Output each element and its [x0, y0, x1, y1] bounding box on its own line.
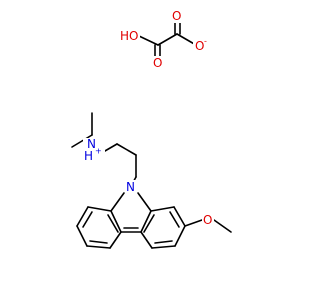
molecule-diagram: HO O O O - N H + N O — [71, 9, 232, 249]
bond-left-2 — [76, 206, 89, 227]
bond-c2-ominus — [176, 33, 197, 46]
bond-left-2-inner — [82, 211, 93, 228]
carbazole-n-label: N — [126, 180, 135, 194]
bond-left-4-inner — [89, 240, 108, 244]
bond-o-methyl — [213, 219, 232, 233]
bond-c1-c2 — [157, 33, 178, 46]
oxide-charge-label: - — [204, 37, 207, 46]
methoxy-o-label: O — [203, 213, 212, 227]
oxide-o-label: O — [195, 39, 204, 53]
bond-right-2-inner — [169, 211, 180, 228]
bond-c1-oh — [138, 35, 159, 46]
ammonium-h-label: H — [84, 149, 93, 163]
bond-n-methyl-left — [71, 134, 93, 148]
carbonyl-o2-label: O — [172, 9, 181, 23]
ammonium-chain — [71, 112, 137, 187]
bond-right-1 — [150, 206, 175, 212]
ammonium-n-label: N — [87, 137, 96, 151]
hydroxyl-label: HO — [120, 29, 138, 43]
bond-right-4 — [151, 245, 176, 249]
bond-c8a-c4b — [140, 210, 152, 233]
bond-right-2 — [173, 206, 186, 227]
bond-left-1 — [87, 206, 112, 212]
ammonium-charge-label: + — [95, 147, 102, 156]
structure-canvas: HO O O O - N H + N O — [71, 9, 232, 249]
bond-ring-o — [184, 219, 203, 227]
bond-right-6-inner — [143, 214, 155, 233]
bond-n9-c9a — [110, 192, 125, 212]
bond-left-4 — [86, 245, 111, 249]
bond-left-5 — [109, 231, 122, 249]
bond-right-5 — [140, 231, 153, 249]
bond-right-3 — [174, 225, 186, 247]
carbazole-core — [76, 192, 232, 249]
bond-c9a-c4a — [110, 210, 122, 233]
bond-n9-c8a — [137, 192, 152, 212]
bond-left-3 — [76, 225, 88, 247]
atom-labels: HO O O O - N H + N O — [83, 9, 214, 227]
bond-right-4-inner — [154, 240, 173, 244]
bond-ch2-ch2 — [116, 143, 137, 156]
bond-left-6-inner — [107, 214, 119, 233]
oxalate-fragment — [138, 21, 197, 60]
carbonyl-o1-label: O — [153, 56, 162, 70]
